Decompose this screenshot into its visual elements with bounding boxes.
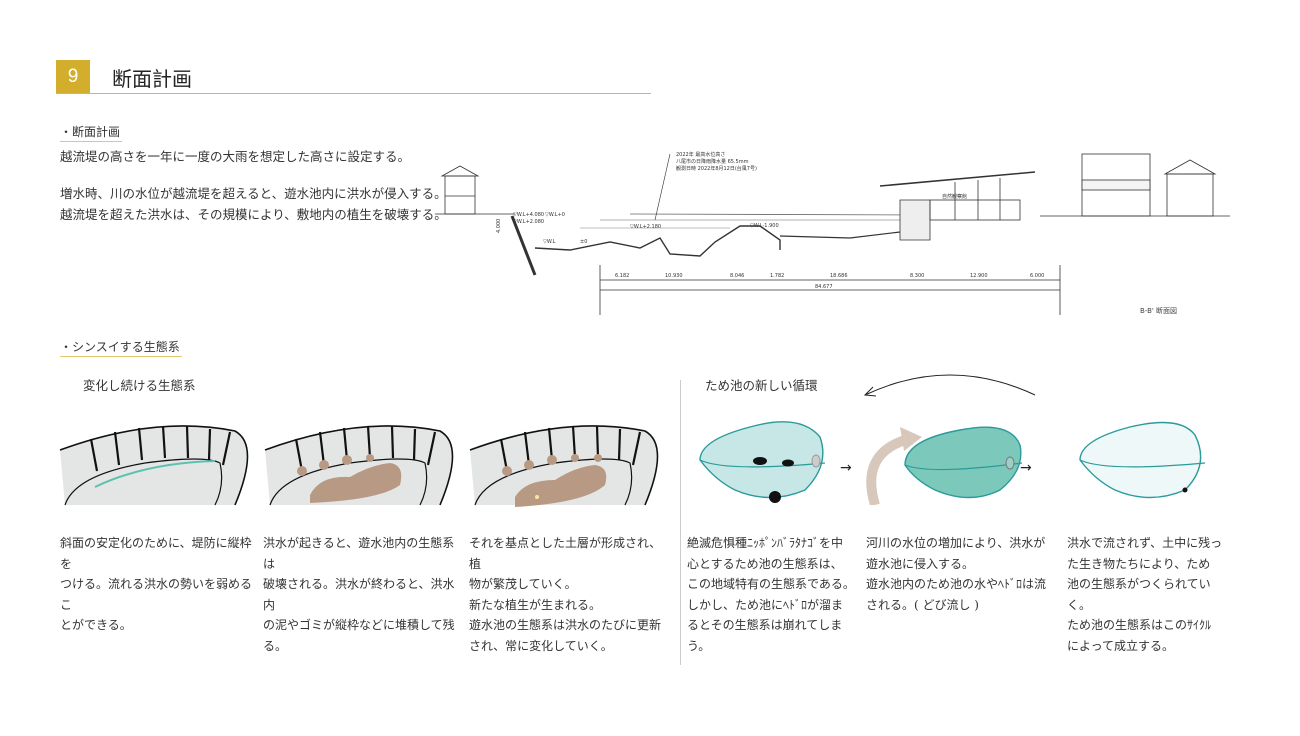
paragraph-line: 増水時、川の水位が越流堤を超えると、遊水池内に洪水が侵入する。 xyxy=(60,186,447,201)
cross-section-drawing: 2022年 最高水位高さ 八尾市の日降雨降水量 65.5mm 観測日時 2022… xyxy=(435,151,1230,315)
subtitle-new-cycle: ため池の新しい循環 xyxy=(705,378,818,393)
slope-diagram-3 xyxy=(468,425,659,507)
text-line: 新たな植生が生まれる。 xyxy=(469,597,602,612)
text-line: 河川の水位の増加により、洪水が xyxy=(866,536,1046,550)
divider xyxy=(680,380,681,665)
section-number-badge: 9 xyxy=(56,60,90,93)
section-label-ecosystem: ・シンスイする生態系 xyxy=(60,338,182,357)
text-line: た生き物たちにより、ため xyxy=(1067,556,1211,571)
dimension-total: 84.677 xyxy=(815,284,833,290)
slope-diagrams xyxy=(58,425,659,507)
text-line: つける。流れる洪水の勢いを弱めるこ xyxy=(60,577,253,612)
text-line: ため池の生態系はこのｻｲｸﾙ xyxy=(1067,618,1212,632)
text-line: く。 xyxy=(1067,597,1092,612)
text-line: 破壊される。洪水が終わると、洪水内 xyxy=(263,577,455,612)
dimension-value: 12.900 xyxy=(970,273,988,279)
level-label: ▽W.L+2.080 xyxy=(513,219,544,225)
level-label: ▽W.L xyxy=(543,239,556,245)
description-column-1: 斜面の安定化のために、堤防に縦枠を つける。流れる洪水の勢いを弱めるこ とができ… xyxy=(60,533,260,636)
subtitle-changing-ecosystem: 変化し続ける生態系 xyxy=(83,378,196,393)
text-line: 遊水池の生態系は洪水のたびに更新 xyxy=(469,618,662,632)
page-title: 断面計画 xyxy=(112,67,192,91)
left-house xyxy=(440,165,480,215)
text-line: によって成立する。 xyxy=(1067,638,1175,653)
text-line: それを基点とした土層が形成され、植 xyxy=(469,536,662,571)
level-label: ▽W.L+0 xyxy=(545,212,565,218)
left-revetment xyxy=(510,215,537,276)
text-line: される。( どび流し ) xyxy=(866,597,979,612)
description-column-4: 絶滅危惧種ﾆｯﾎﾟﾝﾊﾞﾗﾀﾅｺﾞを中 心とするため池の生態系は、 この地域特有… xyxy=(687,533,887,656)
text-line: る。 xyxy=(263,638,288,653)
flood-arrow-icon xyxy=(866,435,907,505)
title-underline xyxy=(56,93,651,94)
text-line: この地域特有の生態系である。 xyxy=(687,577,855,591)
text-line: 心とするため池の生態系は、 xyxy=(687,556,843,571)
cycle-arrow-icon xyxy=(864,374,1036,396)
level-label: ▽W.L+2.180 xyxy=(630,224,661,230)
pond-2 xyxy=(904,426,1023,499)
arrow-right-icon: → xyxy=(1020,460,1032,476)
note-leader xyxy=(654,153,671,221)
description-column-5: 河川の水位の増加により、洪水が 遊水池に侵入する。 遊水池内のため池の水やﾍﾄﾞ… xyxy=(866,533,1066,615)
text-line: 洪水が起きると、遊水池内の生態系は xyxy=(263,536,455,571)
observation-building: 自然観察館 xyxy=(879,171,1036,241)
drawing-caption: B-B' 断面図 xyxy=(1140,306,1177,315)
dimension-value: 6.000 xyxy=(1030,273,1044,279)
dimension-value: 8.046 xyxy=(730,273,744,279)
fish-icon xyxy=(782,459,794,467)
level-label: ▽W.L+4.080 xyxy=(513,212,544,218)
text-line: 物が繁茂していく。 xyxy=(469,577,577,591)
riverbed xyxy=(534,225,781,257)
text-line: 洪水で流されず、土中に残っ xyxy=(1067,536,1223,550)
arrow-right-icon: → xyxy=(840,460,852,476)
level-label: ±0 xyxy=(580,239,587,245)
pond-cycle-diagram: → → xyxy=(699,374,1206,505)
slope-diagram-2 xyxy=(263,425,454,507)
text-line: の泥やゴミが縦枠などに堆積して残 xyxy=(263,618,455,632)
building-label: 自然観察館 xyxy=(942,193,967,200)
note-text: 観測日時 2022年8月12日(台風7号) xyxy=(676,165,757,172)
slope-diagram-1 xyxy=(58,425,249,507)
dimension-value: 10.930 xyxy=(665,273,683,279)
text-line: され、常に変化していく。 xyxy=(469,638,613,653)
text-line: しかし、ため池にﾍﾄﾞﾛが溜ま xyxy=(687,597,844,612)
dimension-value: 6.182 xyxy=(615,273,629,279)
description-column-2: 洪水が起きると、遊水池内の生態系は 破壊される。洪水が終わると、洪水内 の泥やゴ… xyxy=(263,533,463,656)
pond-1 xyxy=(699,421,826,503)
text-line: 遊水池内のため池の水やﾍﾄﾞﾛは流 xyxy=(866,577,1047,591)
level-label: ▽W.L-1.900 xyxy=(750,223,779,229)
text-line: とができる。 xyxy=(60,618,132,632)
text-line: 絶滅危惧種ﾆｯﾎﾟﾝﾊﾞﾗﾀﾅｺﾞを中 xyxy=(687,536,844,550)
dimension-value: 1.782 xyxy=(770,273,784,279)
dimension-value: 18.686 xyxy=(830,273,848,279)
paragraph-line: 越流堤を超えた洪水は、その規模により、敷地内の植生を破壊する。 xyxy=(60,207,447,222)
note-text: 八尾市の日降雨降水量 65.5mm xyxy=(676,158,749,165)
dimension-value: 8.300 xyxy=(910,273,924,279)
text-line: 池の生態系がつくられてい xyxy=(1067,577,1211,591)
right-buildings xyxy=(1040,153,1230,217)
section-label-cross-section: ・断面計画 xyxy=(60,123,123,142)
text-line: 斜面の安定化のために、堤防に縦枠を xyxy=(60,536,252,571)
note-text: 2022年 最高水位高さ xyxy=(676,151,725,158)
height-dimension: 4.000 xyxy=(496,219,502,233)
text-line: 遊水池に侵入する。 xyxy=(866,556,975,571)
description-column-6: 洪水で流されず、土中に残っ た生き物たちにより、ため 池の生態系がつくられてい … xyxy=(1067,533,1267,656)
pond-3 xyxy=(1079,421,1206,499)
paragraph-line: 越流堤の高さを一年に一度の大雨を想定した高さに設定する。 xyxy=(60,149,411,164)
fish-icon xyxy=(753,457,767,465)
text-line: るとその生態系は崩れてしま xyxy=(687,618,843,632)
text-line: う。 xyxy=(687,638,711,653)
dimension-lines xyxy=(599,265,1061,315)
description-column-3: それを基点とした土層が形成され、植 物が繁茂していく。 新たな植生が生まれる。 … xyxy=(469,533,669,656)
